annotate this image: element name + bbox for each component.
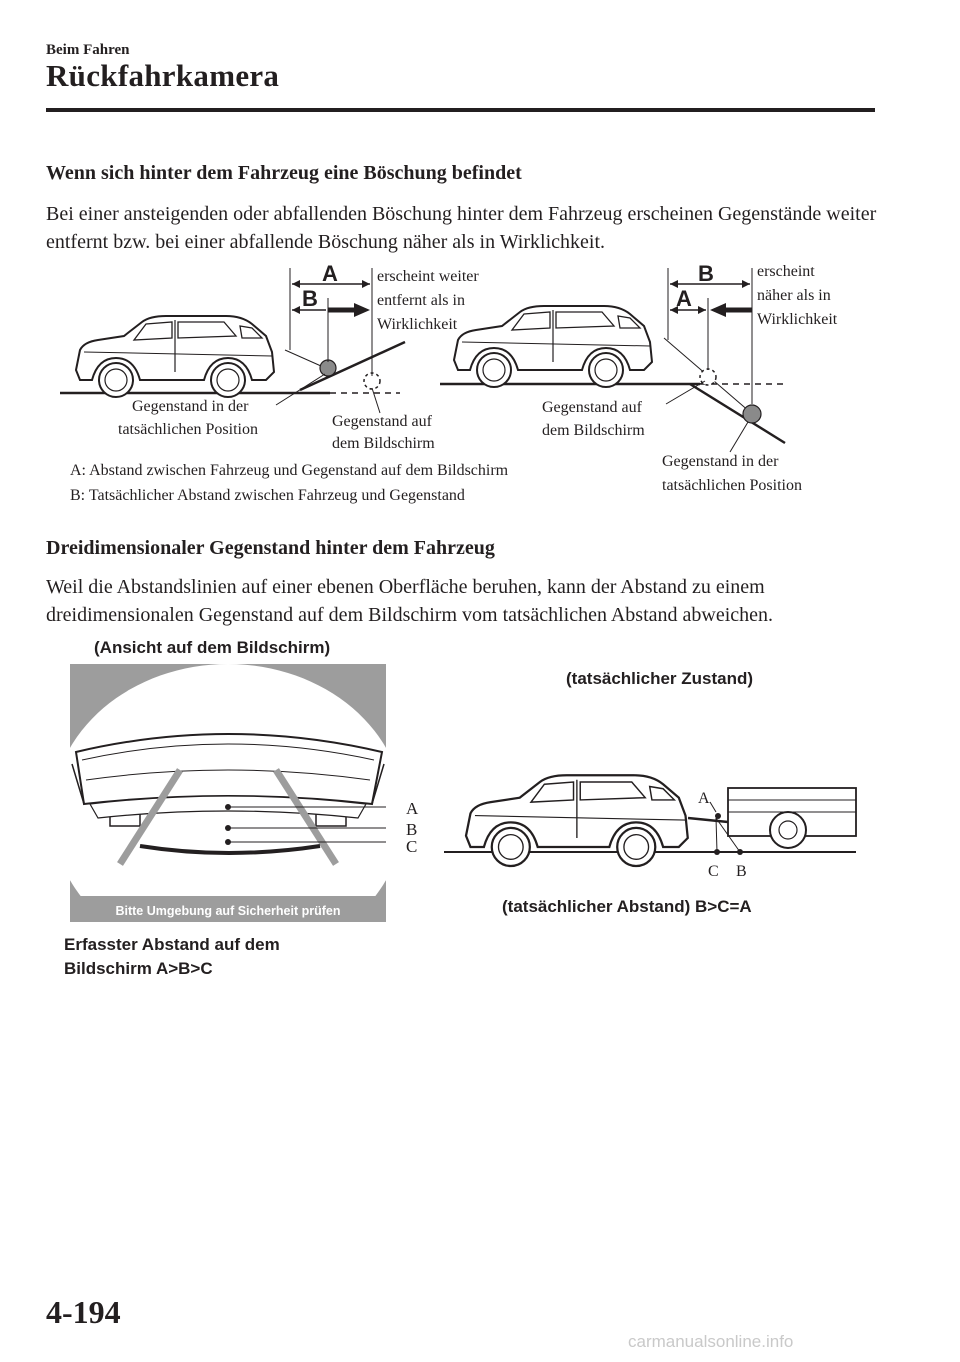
actual-title: (tatsächlicher Zustand) — [566, 669, 754, 688]
three-d-paragraph: Weil die Abstandslinien auf einer ebenen… — [46, 576, 774, 626]
screen-caption: Erfasster Abstand auf dem Bildschirm A>B… — [64, 935, 280, 978]
actual-situation-diagram: A C B — [444, 774, 857, 880]
camera-screen-view: Bitte Umgebung auf Sicherheit prüfen — [70, 664, 386, 922]
svg-text:dem Bildschirm: dem Bildschirm — [332, 435, 435, 452]
svg-text:tatsächlichen Position: tatsächlichen Position — [118, 421, 258, 438]
svg-text:Gegenstand auf: Gegenstand auf — [332, 413, 433, 430]
downhill-slope — [689, 382, 786, 445]
screen-banner: Bitte Umgebung auf Sicherheit prüfen — [115, 904, 340, 918]
section-label: Beim Fahren — [46, 42, 130, 58]
title-divider — [46, 108, 875, 112]
distance-guide-line — [139, 844, 321, 855]
slope-paragraph: Bei einer ansteigenden oder abfallenden … — [46, 203, 877, 253]
svg-text:Gegenstand auf: Gegenstand auf — [542, 399, 643, 416]
svg-text:dem Bildschirm: dem Bildschirm — [542, 422, 645, 439]
screen-label-a: A — [406, 799, 419, 818]
screen-view-title: (Ansicht auf dem Bildschirm) — [94, 638, 331, 657]
svg-text:erscheint weiter: erscheint weiter — [377, 268, 479, 285]
svg-text:näher als in: näher als in — [757, 287, 831, 304]
uphill-slope — [299, 340, 406, 392]
svg-text:tatsächlichen Position: tatsächlichen Position — [662, 477, 802, 494]
svg-text:Gegenstand in der: Gegenstand in der — [132, 398, 249, 415]
three-d-heading: Dreidimensionaler Gegenstand hinter dem … — [46, 537, 495, 559]
actual-object-icon — [319, 359, 337, 377]
car-icon — [75, 315, 275, 398]
legend-b: B: Tatsächlicher Abstand zwischen Fahrze… — [70, 487, 465, 504]
label-a: A — [322, 261, 338, 286]
svg-text:A: A — [676, 286, 692, 311]
actual-label-b: B — [736, 863, 747, 880]
slope-heading: Wenn sich hinter dem Fahrzeug eine Bösch… — [46, 162, 522, 184]
watermark: carmanualsonline.info — [628, 1332, 794, 1351]
svg-text:Wirklichkeit: Wirklichkeit — [757, 311, 838, 328]
slope-diagram: A B erscheint weiter entfernt als in Wir… — [60, 261, 838, 504]
svg-text:Gegenstand in der: Gegenstand in der — [662, 453, 779, 470]
screen-label-c: C — [406, 837, 418, 856]
svg-text:B: B — [698, 261, 714, 286]
svg-text:entfernt als in: entfernt als in — [377, 292, 465, 309]
page-title: Rückfahrkamera — [46, 58, 280, 93]
actual-label-c: C — [708, 863, 719, 880]
screen-label-b: B — [406, 820, 418, 839]
label-b: B — [302, 286, 318, 311]
page-number: 4-194 — [46, 1294, 121, 1330]
actual-label-a: A — [698, 790, 710, 807]
legend-a: A: Abstand zwischen Fahrzeug und Gegenst… — [70, 462, 509, 479]
actual-caption: (tatsächlicher Abstand) B>C=A — [502, 897, 752, 916]
svg-text:Wirklichkeit: Wirklichkeit — [377, 316, 458, 333]
svg-text:erscheint: erscheint — [757, 263, 815, 280]
